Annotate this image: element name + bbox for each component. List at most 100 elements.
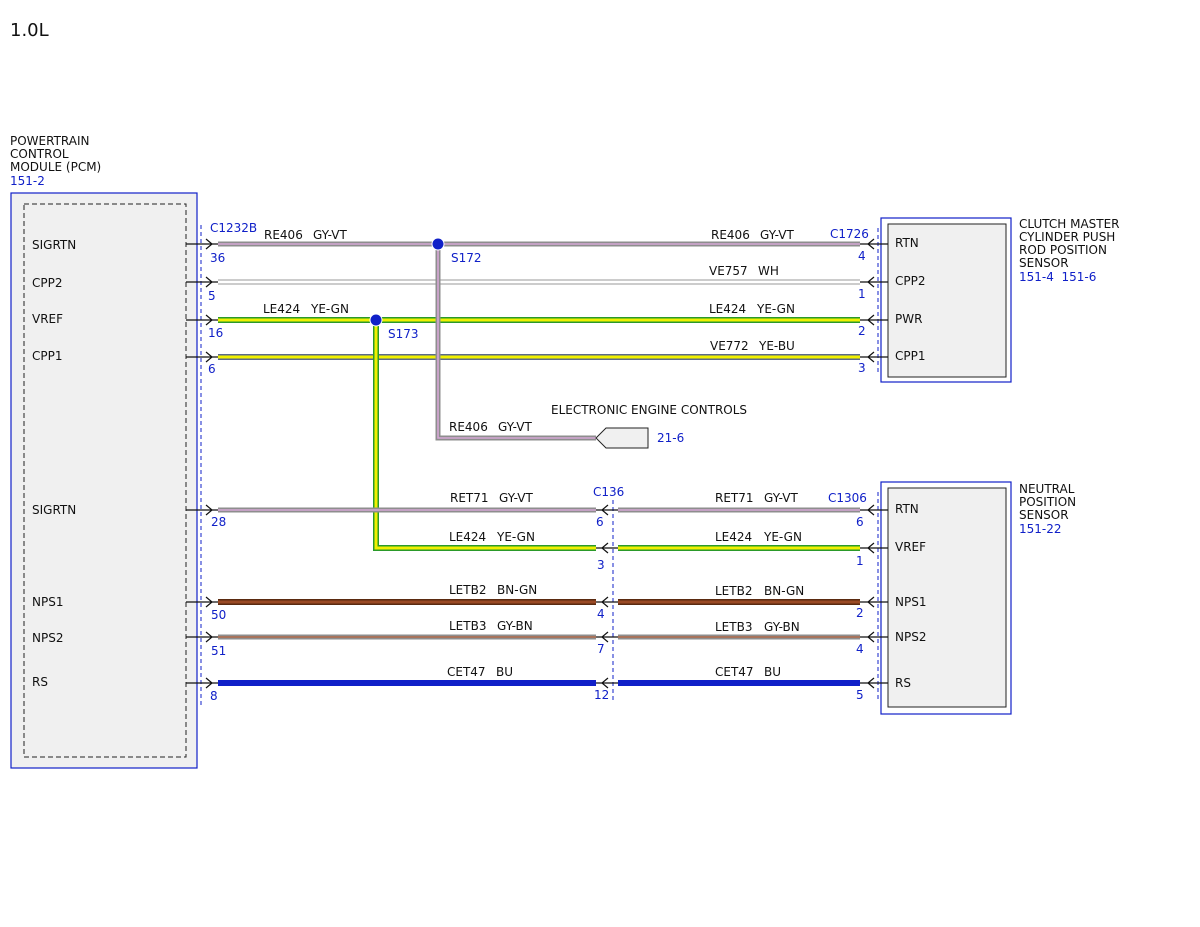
pcm-module[interactable]: POWERTRAIN CONTROL MODULE (PCM) 151-2 SI… (10, 134, 202, 769)
neutral-ref[interactable]: 151-22 (1019, 522, 1062, 536)
w7-color-right: BN-GN (764, 584, 804, 598)
pcm-name-line-2: CONTROL (10, 147, 69, 161)
w2-pin-right: 1 (858, 287, 866, 301)
w1-circuit-left: RE406 (264, 228, 303, 242)
w6-circuit-right: LE424 (715, 530, 752, 544)
pcm-pin-sigrtn-2: SIGRTN (32, 503, 76, 517)
pcm-pin-nps2: NPS2 (32, 631, 63, 645)
w6-pin-right: 1 (856, 554, 864, 568)
eec-connector-tag (595, 427, 649, 449)
pcm-box (10, 192, 198, 769)
neutral-sensor-inner-box (887, 487, 1007, 708)
w8-pin-right: 4 (856, 642, 864, 656)
w8-color-right: GY-BN (764, 620, 800, 634)
splice-s172[interactable]: S172 (431, 237, 482, 265)
neutral-pin-rtn: RTN (895, 502, 919, 516)
w2-color: WH (758, 264, 779, 278)
splice-s172-label: S172 (451, 251, 482, 265)
clutch-pin-pwr: PWR (895, 312, 922, 326)
w7-circuit-left: LETB2 (449, 583, 486, 597)
neutral-pin-vref: VREF (895, 540, 926, 554)
clutch-ref[interactable]: 151-4 151-6 (1019, 270, 1096, 284)
pcm-terminals (186, 238, 218, 689)
pcm-pin-vref: VREF (32, 312, 63, 326)
w4-color: YE-BU (758, 339, 795, 353)
w5-color-right: GY-VT (764, 491, 798, 505)
clutch-name-line-2: CYLINDER PUSH (1019, 230, 1115, 244)
connector-c136[interactable]: C136 (593, 485, 624, 499)
w2-circuit: VE757 (709, 264, 748, 278)
neutral-name-line-1: NEUTRAL (1019, 482, 1075, 496)
clutch-name-line-1: CLUTCH MASTER (1019, 217, 1120, 231)
pcm-name-line-3: MODULE (PCM) (10, 160, 101, 174)
w5-color-left: GY-VT (499, 491, 533, 505)
eec-ref[interactable]: 21-6 (657, 431, 684, 445)
eec-label: ELECTRONIC ENGINE CONTROLS (551, 403, 747, 417)
pin-numbers: 36 4 5 1 16 2 6 3 28 6 6 3 1 50 4 2 51 7… (208, 249, 866, 703)
wire-labels: RE406 GY-VT RE406 GY-VT VE757 WH LE424 Y… (263, 228, 804, 679)
w7-pin-mid: 4 (597, 607, 605, 621)
w1-color-right: GY-VT (760, 228, 794, 242)
connector-c1306[interactable]: C1306 (828, 491, 867, 505)
w3-color-left: YE-GN (310, 302, 349, 316)
splice-s173[interactable]: S173 (369, 313, 419, 341)
w6-color-right: YE-GN (763, 530, 802, 544)
clutch-pin-cpp1: CPP1 (895, 349, 926, 363)
w9-circuit-left: CET47 (447, 665, 486, 679)
w8-circuit-left: LETB3 (449, 619, 486, 633)
pcm-pin-cpp1: CPP1 (32, 349, 63, 363)
w3-circuit-left: LE424 (263, 302, 300, 316)
w9-color-right: BU (764, 665, 781, 679)
w8-circuit-right: LETB3 (715, 620, 752, 634)
connector-c1726[interactable]: C1726 (830, 227, 869, 241)
neutral-pin-nps2: NPS2 (895, 630, 926, 644)
w6-circuit-left: LE424 (449, 530, 486, 544)
w9-pin-right: 5 (856, 688, 864, 702)
clutch-pin-cpp2: CPP2 (895, 274, 926, 288)
wire-le424-branch[interactable] (373, 320, 596, 551)
sensor-terminals (860, 238, 888, 689)
w5-pin-right: 6 (856, 515, 864, 529)
w8-pin-mid: 7 (597, 642, 605, 656)
w6-color-left: YE-GN (496, 530, 535, 544)
w9-circuit-right: CET47 (715, 665, 754, 679)
w7-circuit-right: LETB2 (715, 584, 752, 598)
pcm-pin-nps1: NPS1 (32, 595, 63, 609)
clutch-name-line-3: ROD POSITION (1019, 243, 1107, 257)
clutch-sensor[interactable]: RTN CPP2 PWR CPP1 CLUTCH MASTER CYLINDER… (877, 217, 1120, 383)
pcm-name-line-1: POWERTRAIN (10, 134, 90, 148)
w7-pin-right: 2 (856, 606, 864, 620)
w1-color-left: GY-VT (313, 228, 347, 242)
wires (218, 241, 860, 686)
w1-circuit-right: RE406 (711, 228, 750, 242)
w8-pin-left: 51 (211, 644, 226, 658)
pcm-ref[interactable]: 151-2 (10, 174, 45, 188)
w1-pin-right: 4 (858, 249, 866, 263)
w4-circuit: VE772 (710, 339, 749, 353)
neutral-sensor[interactable]: RTN VREF NPS1 NPS2 RS NEUTRAL POSITION S… (877, 481, 1076, 715)
clutch-name-line-4: SENSOR (1019, 256, 1069, 270)
w3-pin-right: 2 (858, 324, 866, 338)
connector-c1232b[interactable]: C1232B (210, 221, 257, 235)
wire-re406-eec-branch[interactable] (435, 244, 596, 441)
neutral-name-line-2: POSITION (1019, 495, 1076, 509)
w3-pin-left: 16 (208, 326, 223, 340)
pcm-inner-box (23, 203, 187, 758)
w4-pin-right: 3 (858, 361, 866, 375)
page-title: 1.0L (10, 20, 49, 41)
pcm-pin-cpp2: CPP2 (32, 276, 63, 290)
w3-circuit-right: LE424 (709, 302, 746, 316)
clutch-pin-rtn: RTN (895, 236, 919, 250)
eec-link[interactable]: ELECTRONIC ENGINE CONTROLS 21-6 (551, 403, 747, 449)
neutral-pin-rs: RS (895, 676, 911, 690)
w5-pin-left: 28 (211, 515, 226, 529)
pcm-pin-sigrtn: SIGRTN (32, 238, 76, 252)
w5-pin-mid: 6 (596, 515, 604, 529)
w4-pin-left: 6 (208, 362, 216, 376)
w5-circuit-right: RET71 (715, 491, 754, 505)
w7-pin-left: 50 (211, 608, 226, 622)
splice-s173-label: S173 (388, 327, 419, 341)
w6-pin-mid: 3 (597, 558, 605, 572)
w9-color-left: BU (496, 665, 513, 679)
w7-color-left: BN-GN (497, 583, 537, 597)
